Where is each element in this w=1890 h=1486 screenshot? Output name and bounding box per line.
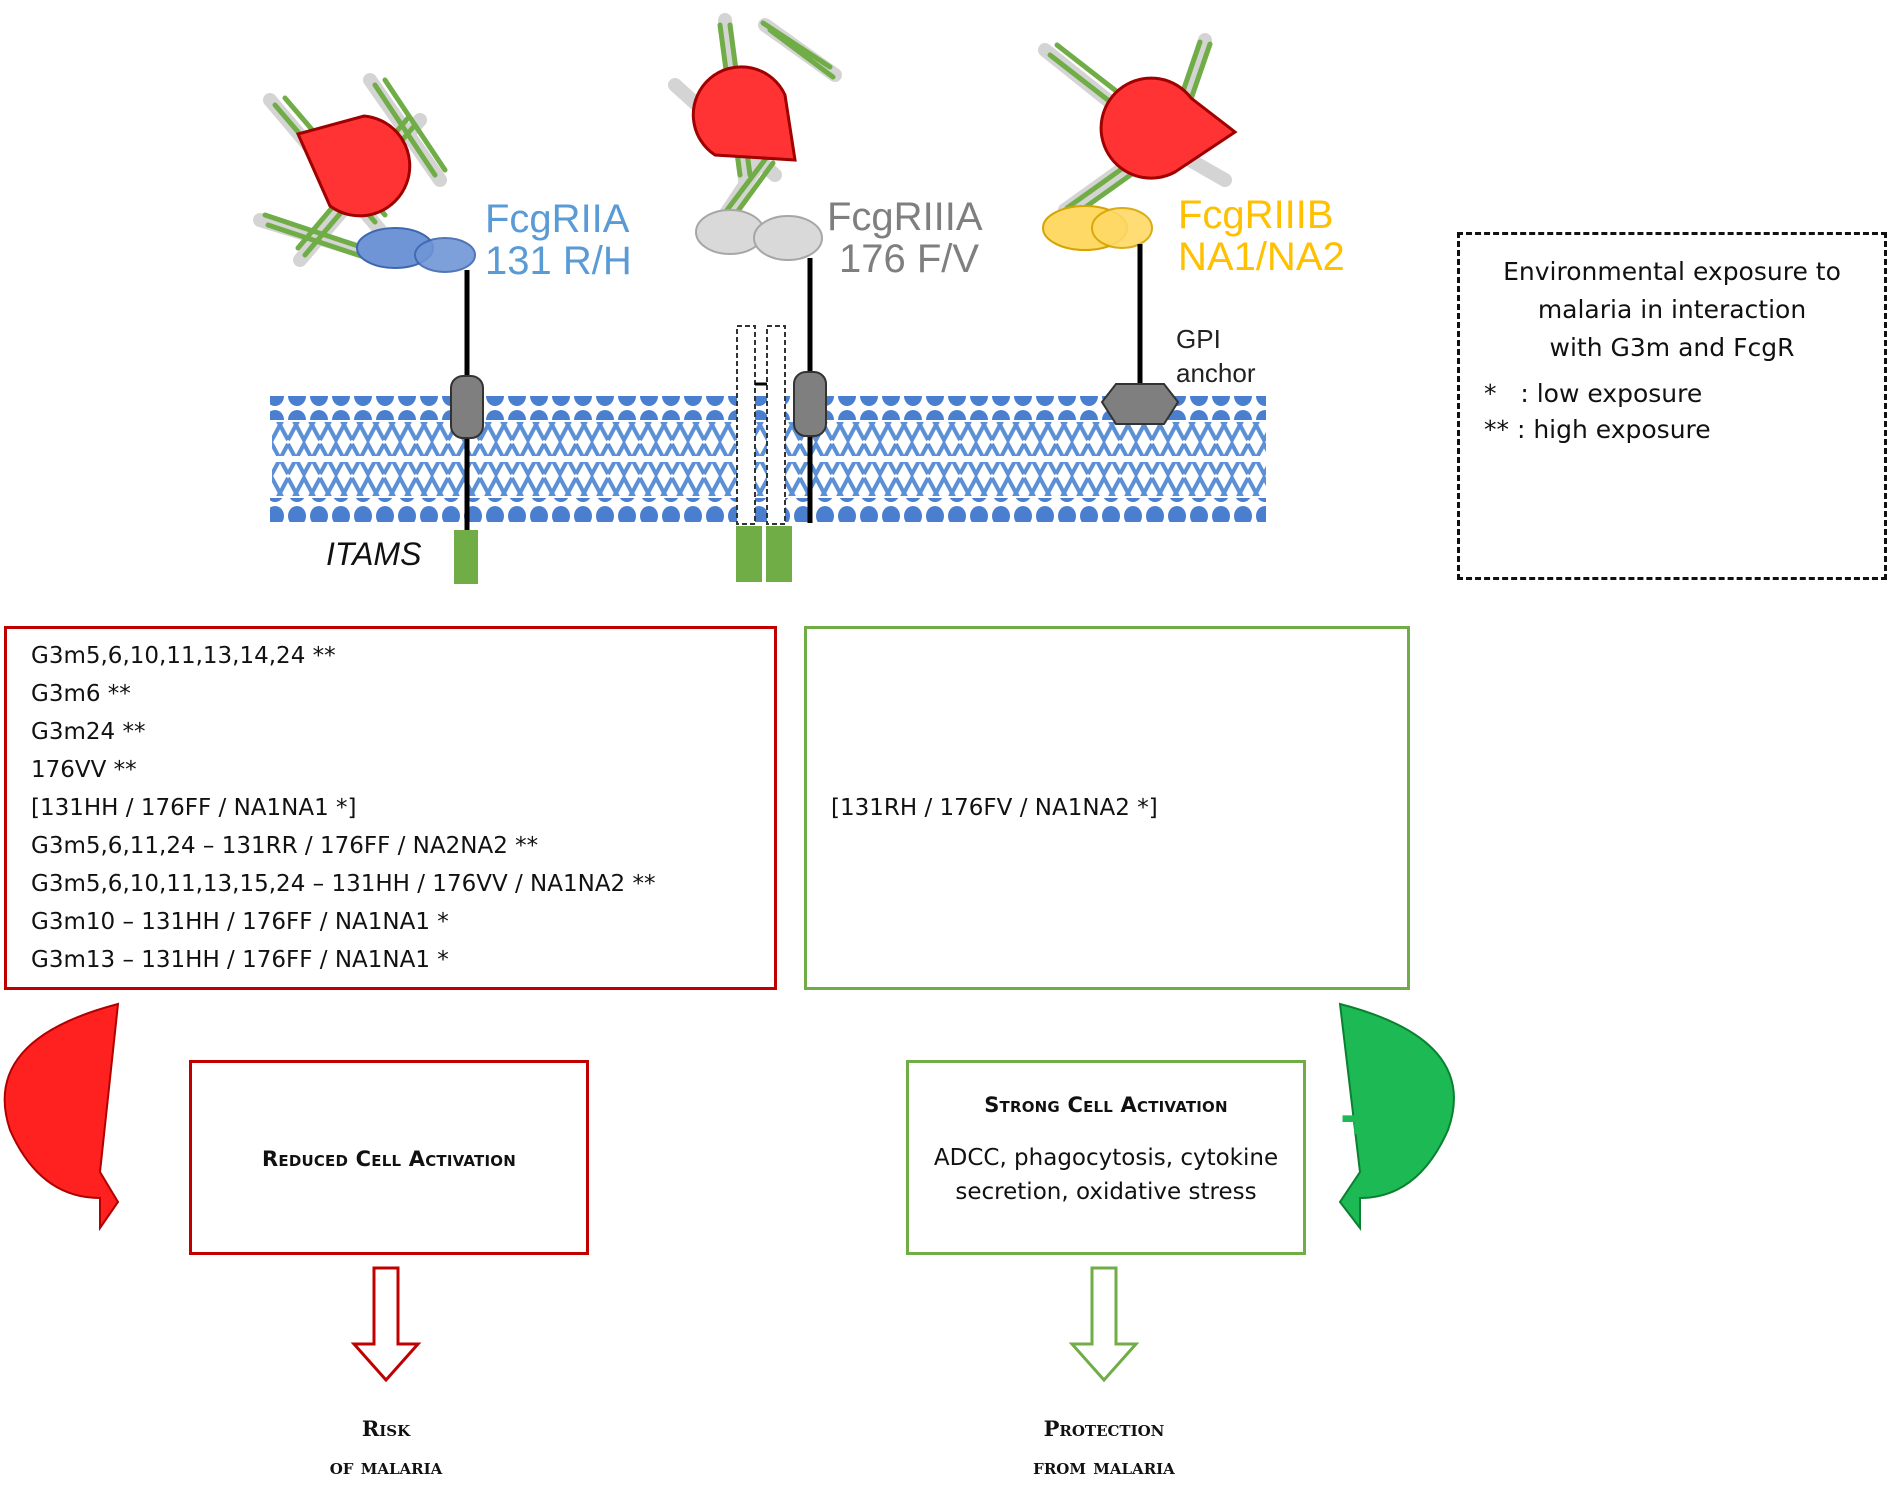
parasite-icon bbox=[295, 114, 412, 218]
gpi-label-line: anchor bbox=[1176, 358, 1256, 388]
fcgriiia-label: FcgRIIIA 176 F/V bbox=[827, 196, 983, 280]
parasite-icon bbox=[691, 65, 797, 162]
list-item: [131HH / 176FF / NA1NA1 *] bbox=[31, 795, 357, 821]
receptor-variant: NA1/NA2 bbox=[1178, 235, 1345, 279]
outcome-line: Protection bbox=[1043, 1416, 1165, 1441]
fcgriia-receptor bbox=[253, 73, 484, 584]
fcgriia-label: FcgRIIA 131 R/H bbox=[485, 198, 632, 282]
environment-title-line: with G3m and FcgR bbox=[1549, 333, 1795, 362]
antibody-complex bbox=[668, 13, 842, 222]
outcome-line: from malaria bbox=[1033, 1454, 1175, 1479]
protection-arrow bbox=[1068, 1266, 1140, 1383]
itams-label: ITAMS bbox=[326, 536, 422, 572]
itam-block bbox=[454, 530, 478, 584]
protection-outcome: Protection from malaria bbox=[984, 1410, 1224, 1486]
receptor-variant: 131 R/H bbox=[485, 239, 632, 283]
gpi-anchor-label: GPI anchor bbox=[1176, 322, 1256, 390]
minus-sign: - bbox=[68, 1066, 98, 1165]
itam-block bbox=[766, 526, 792, 582]
antibody-complex bbox=[1038, 33, 1238, 219]
list-item: G3m5,6,10,11,13,14,24 ** bbox=[31, 643, 336, 669]
list-item: G3m5,6,10,11,13,15,24 – 131HH / 176VV / … bbox=[31, 871, 656, 897]
outcome-line: of malaria bbox=[329, 1454, 443, 1479]
list-item: G3m13 – 131HH / 176FF / NA1NA1 * bbox=[31, 947, 449, 973]
strong-arrow bbox=[1338, 1002, 1455, 1231]
low-exposure-legend: * : low exposure bbox=[1484, 379, 1703, 408]
receptor-name: FcgRIIIA bbox=[827, 195, 983, 239]
protection-associations-box: [131RH / 176FV / NA1NA2 *] bbox=[804, 626, 1410, 990]
fcgriiia-receptor bbox=[668, 13, 842, 582]
risk-outcome: Risk of malaria bbox=[266, 1410, 506, 1486]
strong-activation-title: Strong Cell Activation bbox=[984, 1093, 1228, 1117]
outcome-line: Risk bbox=[361, 1416, 411, 1441]
description-line: ADCC, phagocytosis, cytokine bbox=[933, 1145, 1279, 1171]
environment-title-line: Environmental exposure to bbox=[1503, 257, 1841, 286]
risk-associations-box: G3m5,6,10,11,13,14,24 ** G3m6 ** G3m24 *… bbox=[4, 626, 777, 990]
reduced-activation-title: Reduced Cell Activation bbox=[262, 1147, 516, 1171]
reduce-arrow bbox=[3, 1002, 120, 1232]
list-item: G3m10 – 131HH / 176FF / NA1NA1 * bbox=[31, 909, 449, 935]
list-item: G3m6 ** bbox=[31, 681, 131, 707]
environment-title: Environmental exposure to malaria in int… bbox=[1460, 253, 1884, 367]
list-item: G3m5,6,11,24 – 131RR / 176FF / NA2NA2 ** bbox=[31, 833, 539, 859]
receptor-name: FcgRIIIB bbox=[1178, 193, 1334, 237]
fcgriiib-label: FcgRIIIB NA1/NA2 bbox=[1178, 194, 1345, 278]
list-item: G3m24 ** bbox=[31, 719, 146, 745]
strong-activation-box: Strong Cell Activation ADCC, phagocytosi… bbox=[906, 1060, 1306, 1255]
parasite-icon bbox=[1099, 76, 1238, 180]
itam-block bbox=[736, 526, 762, 582]
reduced-activation-box: Reduced Cell Activation bbox=[189, 1060, 589, 1255]
environment-legend: Environmental exposure to malaria in int… bbox=[1457, 232, 1887, 580]
plus-sign: + bbox=[1340, 1085, 1376, 1152]
strong-activation-description: ADCC, phagocytosis, cytokine secretion, … bbox=[909, 1141, 1303, 1209]
receptor-name: FcgRIIA bbox=[485, 197, 630, 241]
environment-title-line: malaria in interaction bbox=[1537, 295, 1807, 324]
receptor-variant: 176 F/V bbox=[839, 237, 980, 281]
risk-arrow bbox=[350, 1266, 422, 1383]
gpi-label-line: GPI bbox=[1176, 324, 1221, 354]
gpi-anchor-icon bbox=[1100, 383, 1180, 425]
list-item: [131RH / 176FV / NA1NA2 *] bbox=[831, 795, 1158, 821]
list-item: 176VV ** bbox=[31, 757, 137, 783]
high-exposure-legend: ** : high exposure bbox=[1484, 415, 1711, 444]
description-line: secretion, oxidative stress bbox=[955, 1179, 1257, 1205]
fcgriiib-receptor bbox=[1038, 33, 1238, 425]
